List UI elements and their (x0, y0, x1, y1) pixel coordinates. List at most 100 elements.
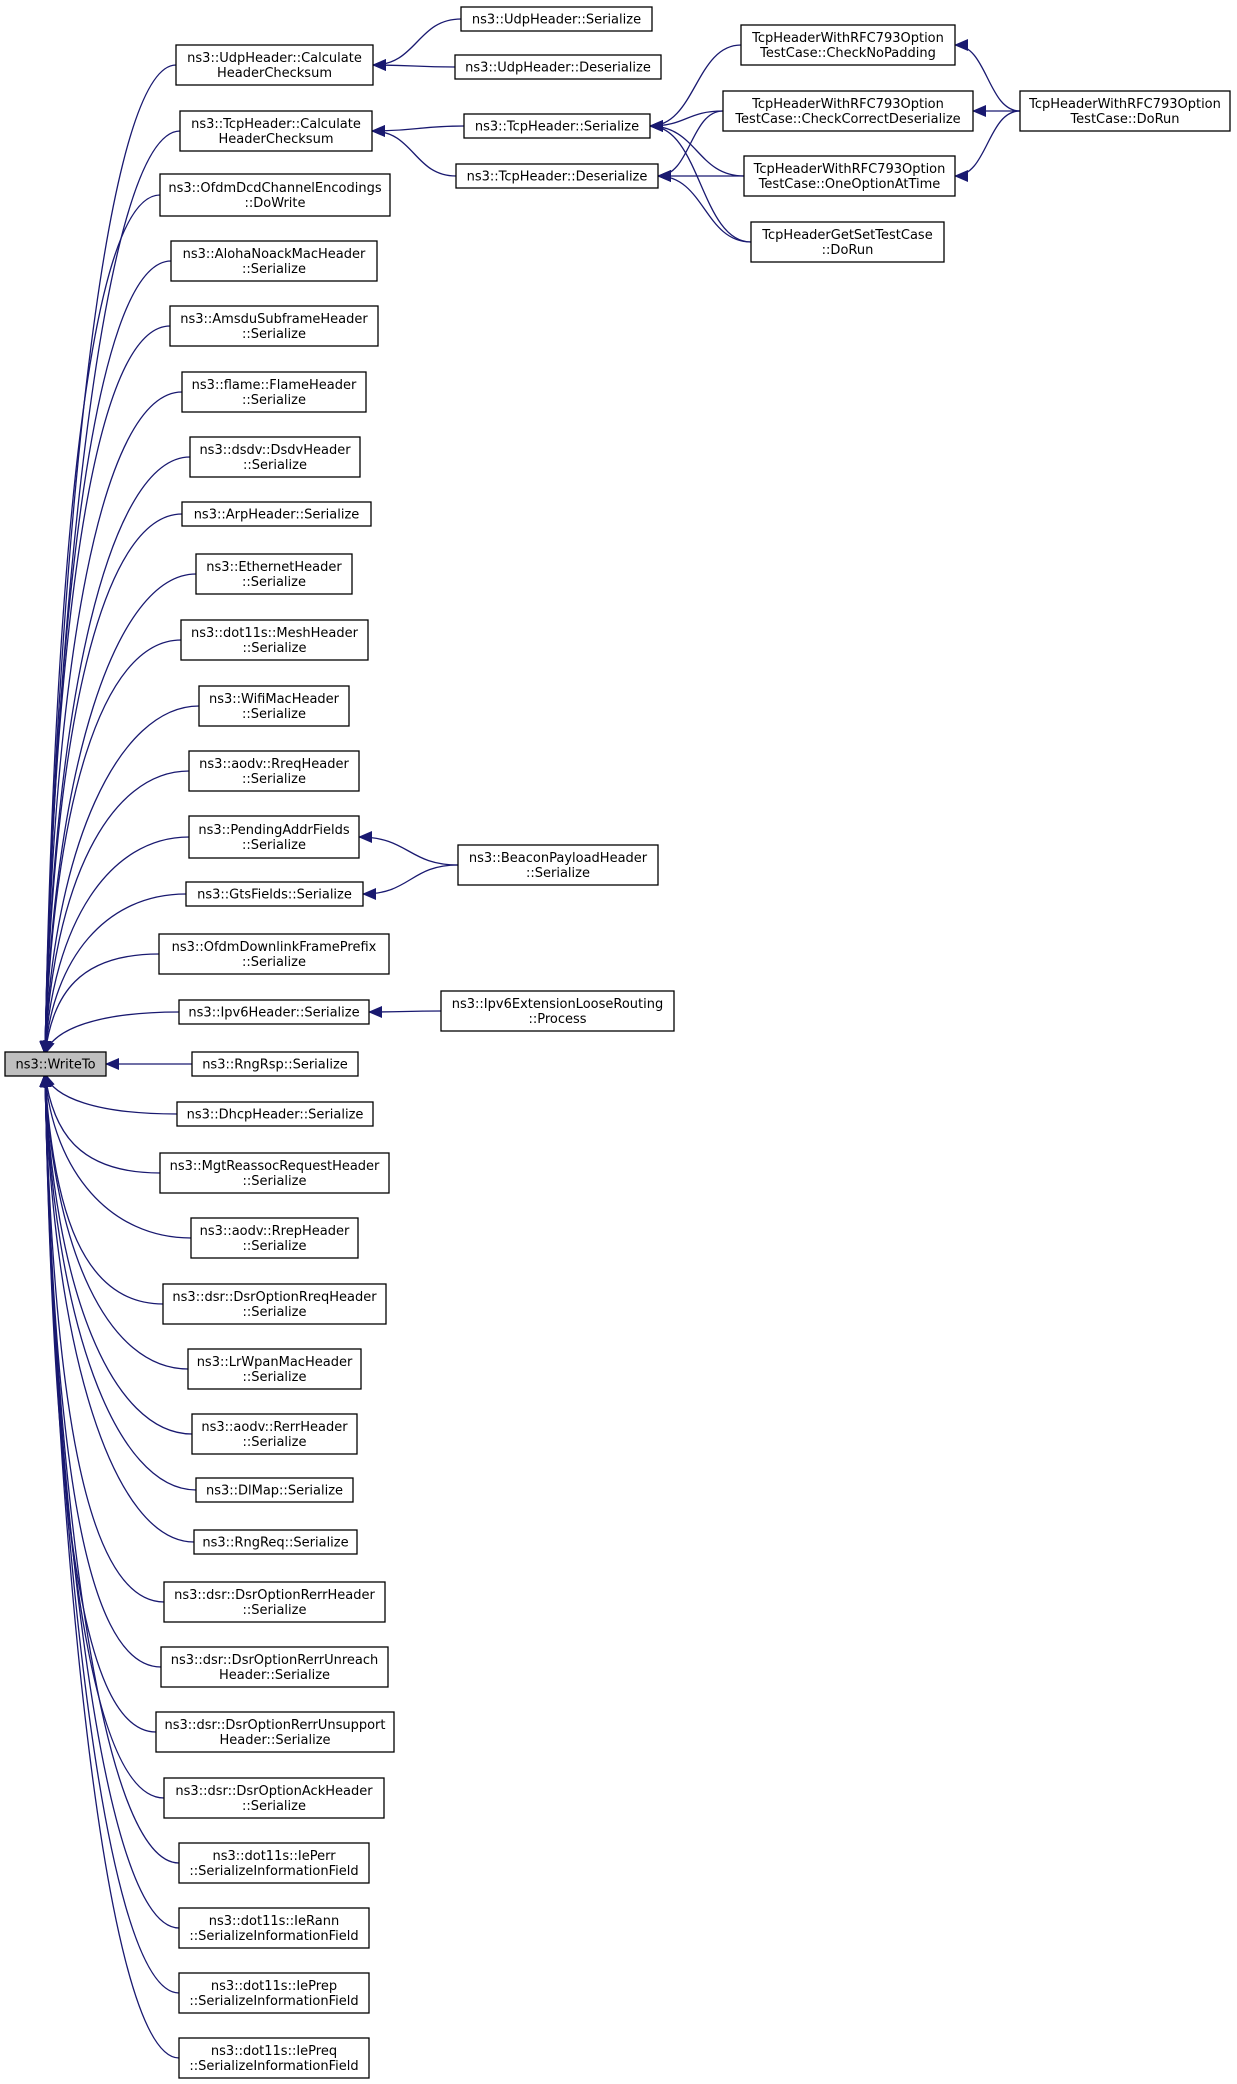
edge-ofdm-dcd-to-writeto (39, 194, 161, 1055)
node-tc-getset[interactable]: TcpHeaderGetSetTestCase::DoRun (750, 221, 945, 263)
node-rreq[interactable]: ns3::aodv::RreqHeader::Serialize (188, 750, 360, 792)
node-box (743, 155, 956, 197)
node-ofdm-dl[interactable]: ns3::OfdmDownlinkFramePrefix::Serialize (158, 933, 390, 975)
node-label: ::Serialize (242, 1799, 306, 1814)
node-label: ::Serialize (242, 327, 306, 342)
node-label: ns3::LrWpanMacHeader (197, 1355, 353, 1370)
edge-dhcp-to-writeto (43, 1073, 178, 1115)
node-ierann[interactable]: ns3::dot11s::IeRann::SerializeInformatio… (178, 1907, 370, 1949)
node-ieprep[interactable]: ns3::dot11s::IePrep::SerializeInformatio… (178, 1972, 370, 2014)
node-tc-oneopt[interactable]: TcpHeaderWithRFC793OptionTestCase::OneOp… (743, 155, 956, 197)
node-box (158, 933, 390, 975)
node-box (176, 1101, 374, 1127)
node-beacon[interactable]: ns3::BeaconPayloadHeader::Serialize (457, 844, 659, 886)
node-flame[interactable]: ns3::flame::FlameHeader::Serialize (181, 371, 367, 413)
node-box (193, 1529, 358, 1555)
node-dlmap[interactable]: ns3::DlMap::Serialize (195, 1477, 354, 1503)
node-label: ::Serialize (242, 838, 306, 853)
node-rerr[interactable]: ns3::aodv::RerrHeader::Serialize (191, 1413, 358, 1455)
node-label: ns3::MgtReassocRequestHeader (170, 1159, 380, 1174)
node-box (740, 24, 956, 66)
node-iepreq[interactable]: ns3::dot11s::IePreq::SerializeInformatio… (178, 2037, 370, 2079)
node-mgt[interactable]: ns3::MgtReassocRequestHeader::Serialize (159, 1152, 390, 1194)
edge-tc-getset-to-tcp-ser (649, 120, 752, 243)
edge-mgt-to-writeto (40, 1073, 161, 1174)
node-pending[interactable]: ns3::PendingAddrFields::Serialize (188, 815, 360, 859)
node-mesh[interactable]: ns3::dot11s::MeshHeader::Serialize (180, 619, 369, 661)
node-box (163, 1581, 386, 1623)
edge-amsdu-to-writeto (39, 325, 171, 1055)
node-box (440, 990, 675, 1032)
edge-rrep-to-writeto (40, 1073, 192, 1239)
edge-tc-dorun-to-tc-nopad (954, 39, 1021, 112)
node-box (187, 1348, 362, 1390)
node-box (179, 110, 373, 152)
node-dsr-unreach[interactable]: ns3::dsr::DsrOptionRerrUnreachHeader::Se… (160, 1646, 389, 1688)
node-ieperr[interactable]: ns3::dot11s::IePerr::SerializeInformatio… (178, 1842, 370, 1884)
node-box (189, 436, 361, 478)
node-box (178, 1907, 370, 1949)
node-dsdv[interactable]: ns3::dsdv::DsdvHeader::Serialize (189, 436, 361, 478)
edge-rreq-to-writeto (39, 770, 190, 1055)
node-label: ns3::WriteTo (15, 1058, 95, 1073)
edge-dsr-rerr-to-writeto (39, 1073, 165, 1603)
node-label: ns3::dsr::DsrOptionRerrUnreach (171, 1653, 379, 1668)
edge-udp-deser-to-udp-calc (372, 59, 456, 72)
node-box (163, 1777, 385, 1819)
node-ofdm-dcd[interactable]: ns3::OfdmDcdChannelEncodings::DoWrite (159, 173, 391, 217)
node-gts[interactable]: ns3::GtsFields::Serialize (185, 881, 364, 907)
node-tcp-deser[interactable]: ns3::TcpHeader::Deserialize (455, 163, 659, 189)
node-label: ns3::flame::FlameHeader (192, 378, 357, 393)
edge-dlmap-to-writeto (39, 1073, 197, 1491)
node-label: ::SerializeInformationField (189, 1929, 358, 1944)
node-tcp-ser[interactable]: ns3::TcpHeader::Serialize (463, 113, 651, 139)
node-dsr-rerr[interactable]: ns3::dsr::DsrOptionRerrHeader::Serialize (163, 1581, 386, 1623)
node-arp[interactable]: ns3::ArpHeader::Serialize (181, 501, 372, 527)
node-tc-nopad[interactable]: TcpHeaderWithRFC793OptionTestCase::Check… (740, 24, 956, 66)
edge-arp-to-writeto (39, 513, 183, 1055)
node-ethernet[interactable]: ns3::EthernetHeader::Serialize (195, 553, 353, 595)
node-label: TcpHeaderWithRFC793Option (1028, 97, 1221, 112)
node-box (195, 553, 353, 595)
edge-flame-to-writeto (39, 391, 183, 1055)
node-label: ::Serialize (242, 575, 306, 590)
node-box (160, 1646, 389, 1688)
node-udp-ser[interactable]: ns3::UdpHeader::Serialize (460, 6, 653, 32)
node-label: ::Serialize (242, 772, 306, 787)
node-dsr-ack[interactable]: ns3::dsr::DsrOptionAckHeader::Serialize (163, 1777, 385, 1819)
node-label: ns3::WifiMacHeader (209, 692, 340, 707)
node-dsr-rreq[interactable]: ns3::dsr::DsrOptionRreqHeader::Serialize (162, 1283, 387, 1325)
node-ipv6ext[interactable]: ns3::Ipv6ExtensionLooseRouting::Process (440, 990, 675, 1032)
node-label: ns3::Ipv6ExtensionLooseRouting (452, 997, 663, 1012)
node-label: ::Serialize (243, 1370, 307, 1385)
node-tc-correct[interactable]: TcpHeaderWithRFC793OptionTestCase::Check… (722, 90, 974, 132)
node-writeto[interactable]: ns3::WriteTo (4, 1051, 107, 1077)
node-aloha[interactable]: ns3::AlohaNoackMacHeader::Serialize (170, 240, 378, 282)
node-rngrsp[interactable]: ns3::RngRsp::Serialize (191, 1051, 359, 1077)
node-label: ::DoWrite (244, 196, 305, 211)
edge-ipv6-to-writeto (43, 1011, 180, 1055)
node-udp-deser[interactable]: ns3::UdpHeader::Deserialize (454, 54, 662, 80)
node-dhcp[interactable]: ns3::DhcpHeader::Serialize (176, 1101, 374, 1127)
node-lrwpan[interactable]: ns3::LrWpanMacHeader::Serialize (187, 1348, 362, 1390)
node-dsr-unsupport[interactable]: ns3::dsr::DsrOptionRerrUnsupportHeader::… (155, 1711, 395, 1753)
node-wifimac[interactable]: ns3::WifiMacHeader::Serialize (198, 685, 350, 727)
node-box (180, 619, 369, 661)
node-label: HeaderChecksum (218, 132, 333, 147)
node-label: ::Serialize (242, 262, 306, 277)
node-label: ns3::UdpHeader::Calculate (187, 51, 362, 66)
node-amsdu[interactable]: ns3::AmsduSubframeHeader::Serialize (169, 305, 379, 347)
node-box (750, 221, 945, 263)
node-label: ns3::dot11s::MeshHeader (191, 626, 359, 641)
node-rngreq[interactable]: ns3::RngReq::Serialize (193, 1529, 358, 1555)
node-label: ns3::aodv::RrepHeader (200, 1224, 350, 1239)
edge-ipv6ext-to-ipv6 (368, 1005, 442, 1018)
node-box (191, 1051, 359, 1077)
node-rrep[interactable]: ns3::aodv::RrepHeader::Serialize (190, 1217, 359, 1259)
edge-udp-calc-to-writeto (39, 64, 177, 1055)
node-box (155, 1711, 395, 1753)
node-ipv6[interactable]: ns3::Ipv6Header::Serialize (178, 999, 370, 1025)
